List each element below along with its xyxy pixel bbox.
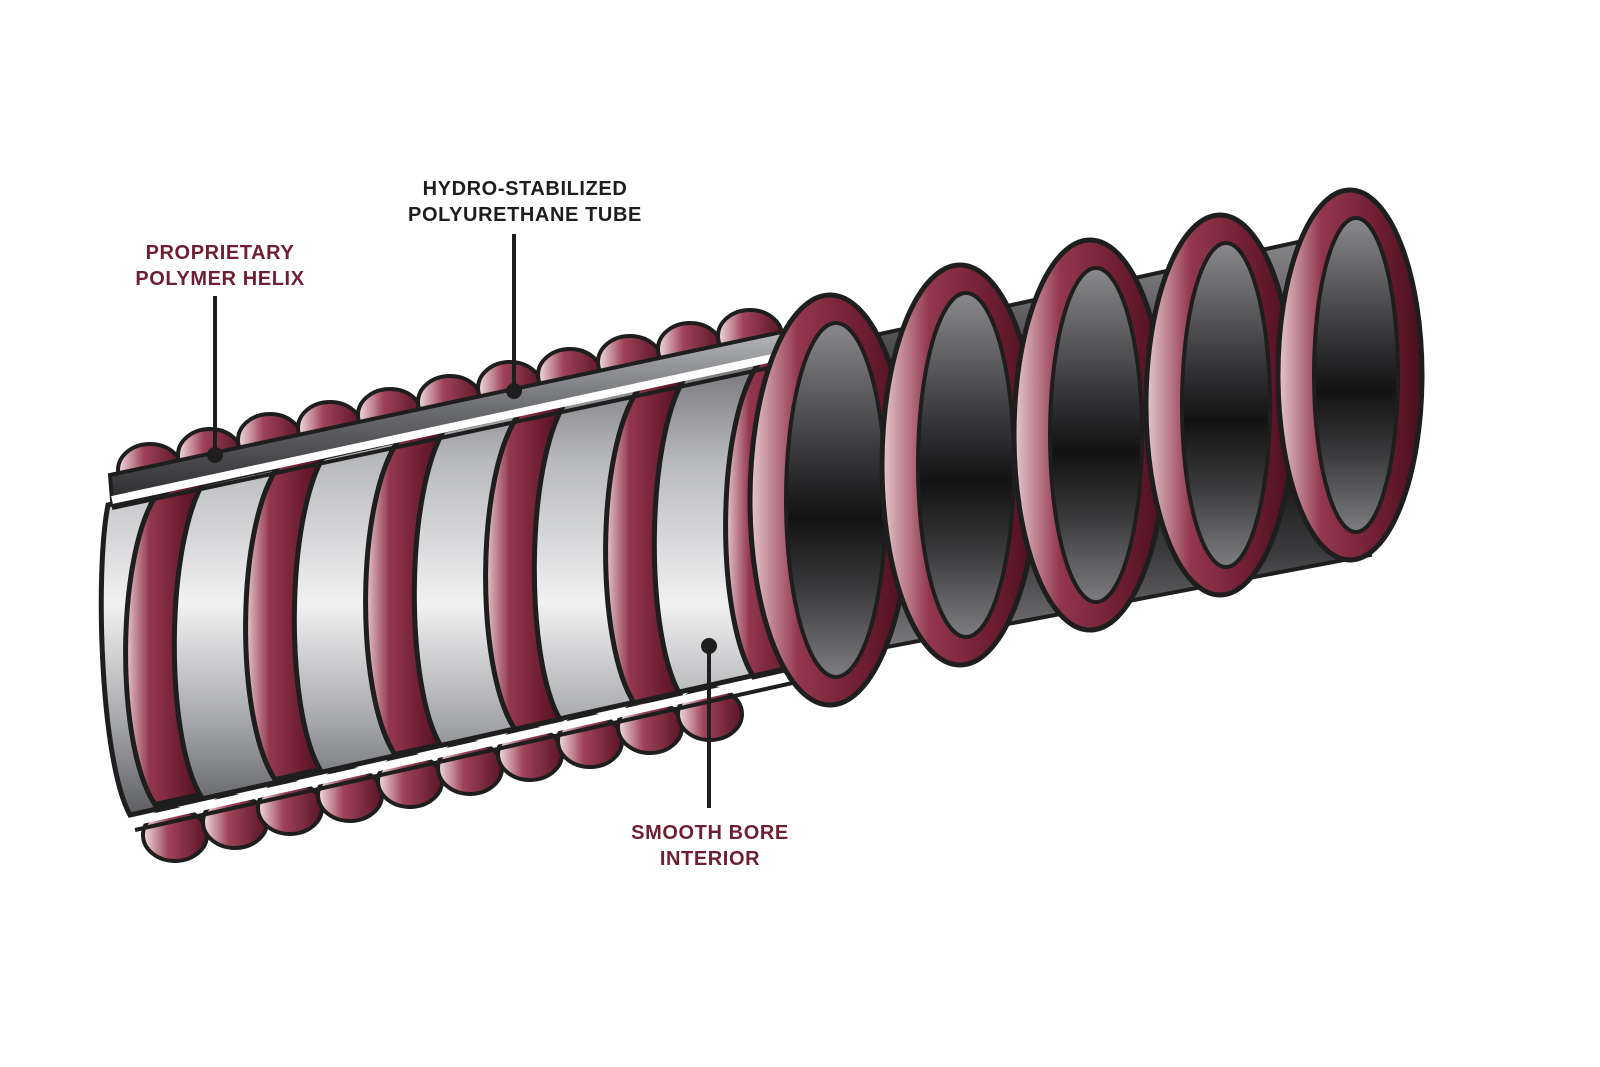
hose-cutaway-section (98, 308, 848, 863)
tube-callout-line2: POLYURETHANE TUBE (408, 204, 642, 226)
helix-cross-section (123, 475, 211, 808)
helix-coil-opening (916, 291, 1016, 639)
helix-coil-opening (1048, 266, 1144, 604)
helix-bottom-beads (141, 686, 744, 863)
tube-leader-dot (506, 383, 522, 399)
helix-coil-opening (1312, 216, 1400, 534)
bore-callout-line1: SMOOTH BORE (631, 822, 789, 844)
helix-coil-opening (784, 321, 888, 679)
bore-callout-line2: INTERIOR (659, 848, 761, 870)
helix-callout-line1: PROPRIETARY (145, 242, 295, 264)
helix-leader-dot (207, 447, 223, 463)
helix-coils (747, 187, 1425, 708)
exposed-helix-section (747, 187, 1425, 708)
helix-callout: PROPRIETARY POLYMER HELIX (110, 240, 330, 292)
tube-callout-line1: HYDRO-STABILIZED (422, 178, 628, 200)
tube-callout: HYDRO-STABILIZED POLYURETHANE TUBE (380, 176, 670, 228)
bore-callout: SMOOTH BORE INTERIOR (600, 820, 820, 872)
tube-wall-bottom-white-edge (132, 659, 847, 826)
helix-coil-opening (1180, 241, 1272, 569)
tube-wall-top-line (111, 350, 844, 510)
helix-cross-section (243, 450, 331, 783)
callout-leaders (207, 234, 717, 808)
helix-cross-section (603, 373, 691, 708)
bore-leader-dot (701, 638, 717, 654)
helix-callout-line2: POLYMER HELIX (135, 268, 305, 290)
tube-wall-bottom-outer (134, 669, 847, 832)
tube-wall-top-white-edge (111, 339, 843, 504)
tube-wall-bottom-line (129, 653, 846, 817)
